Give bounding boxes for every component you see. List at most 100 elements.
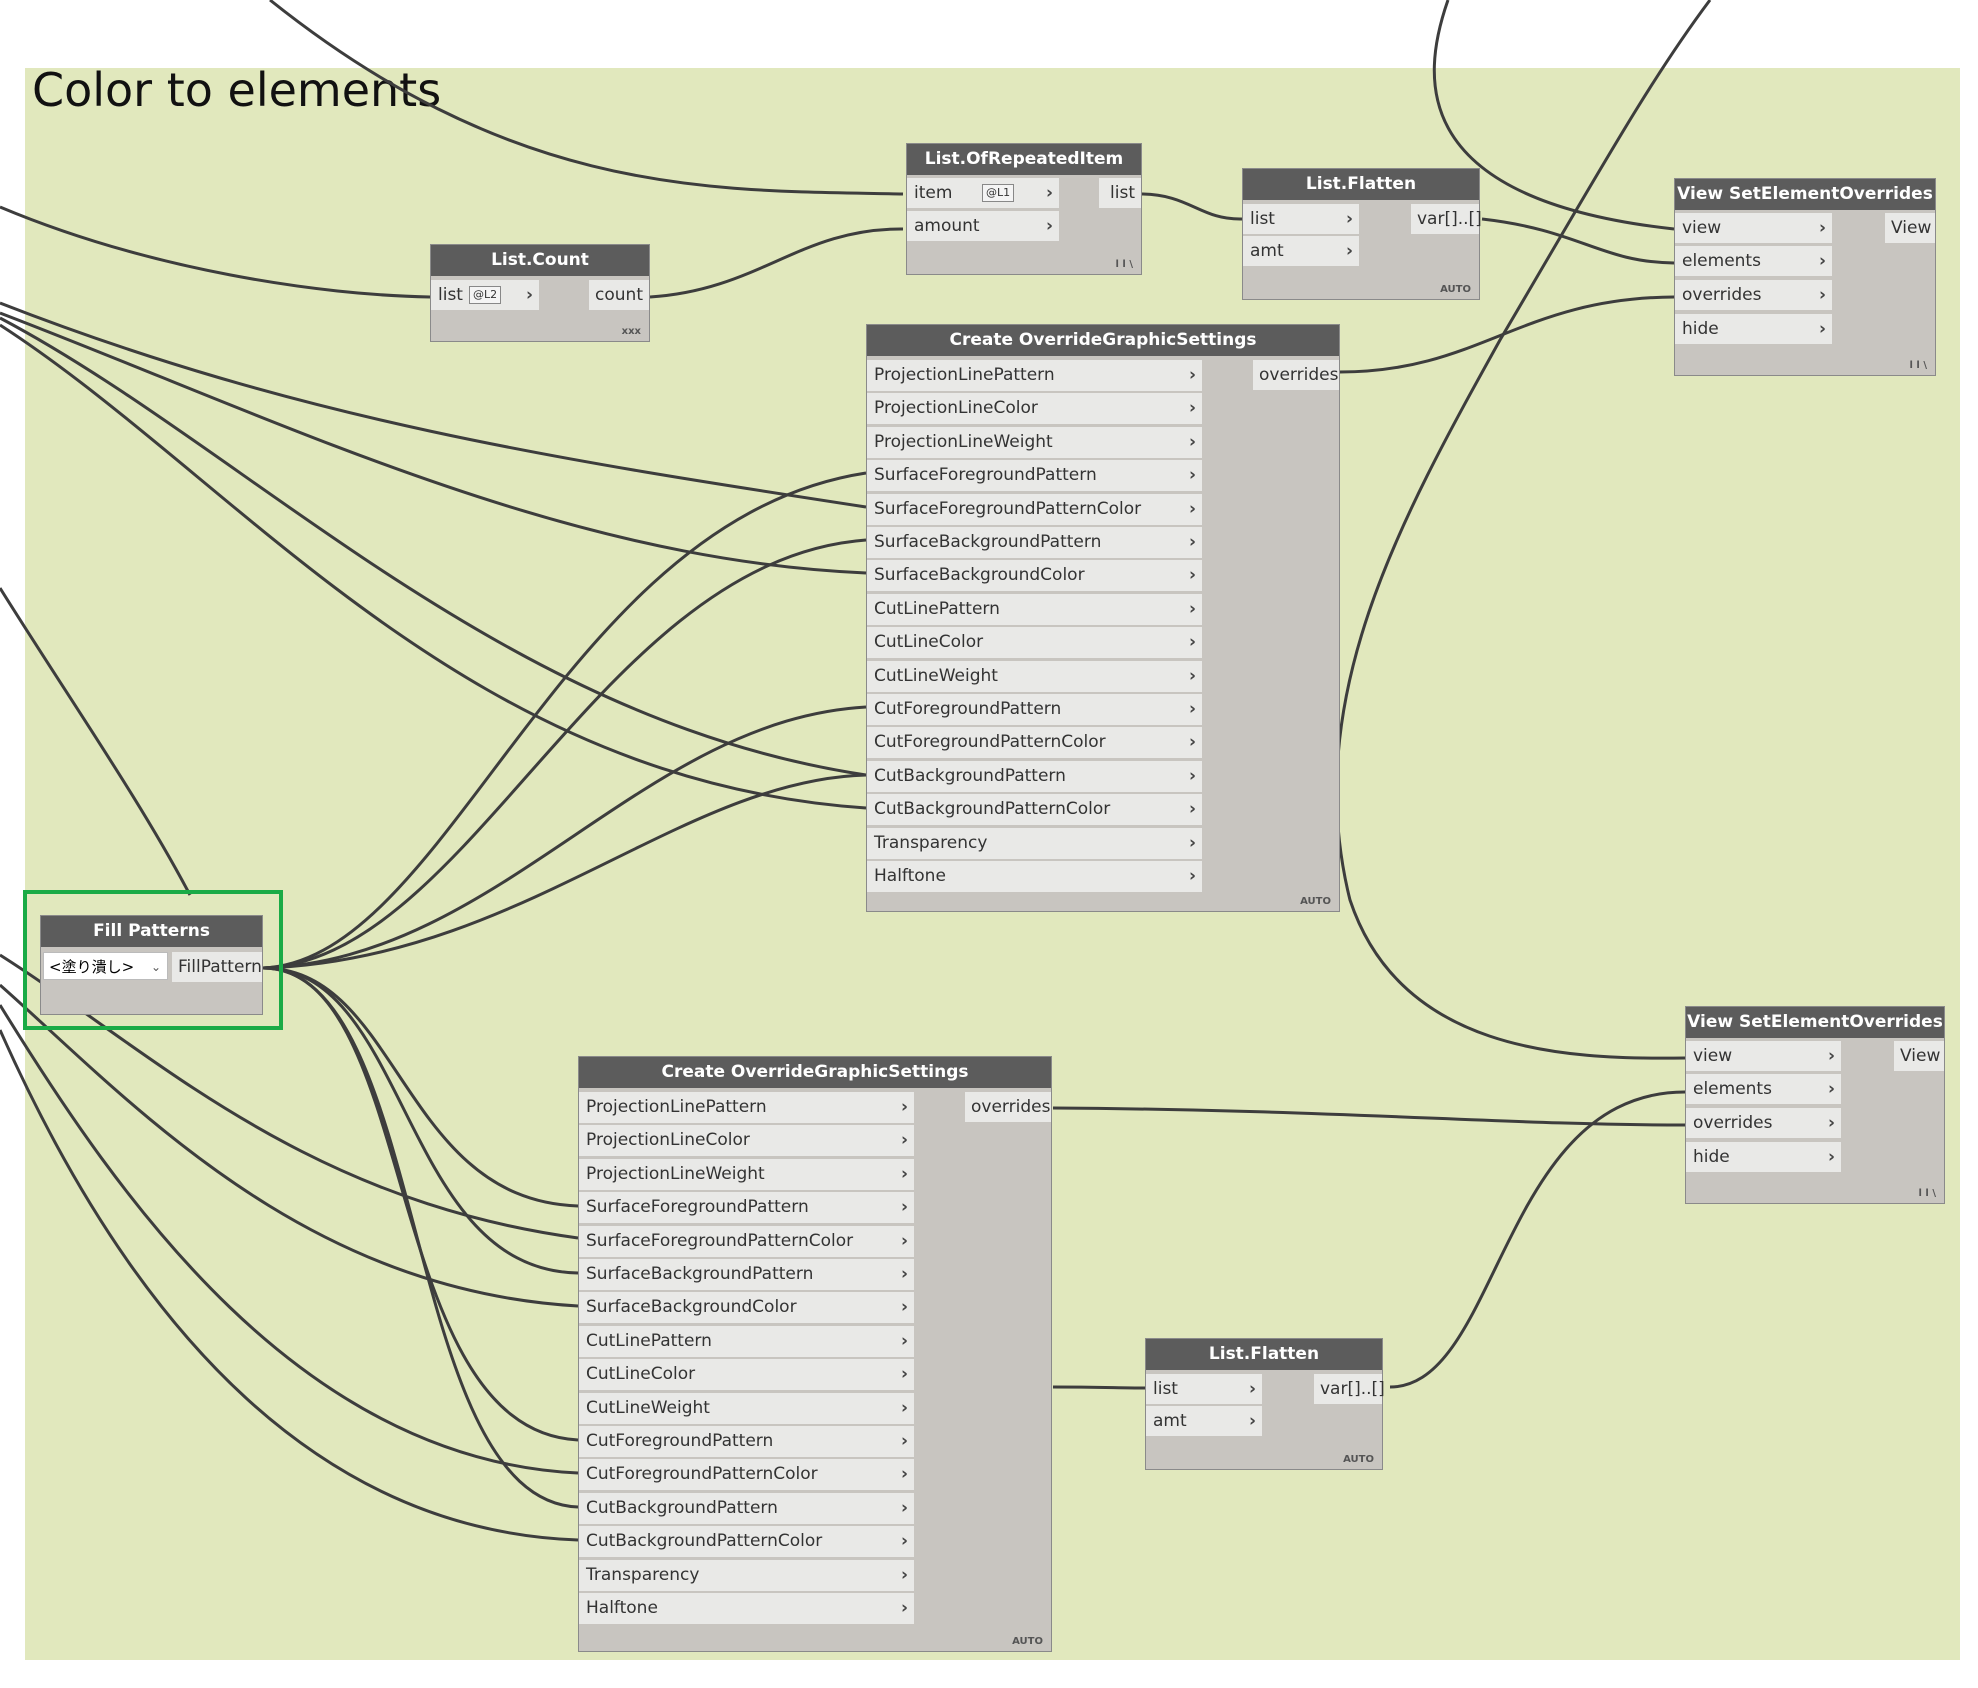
port-label: elements <box>1693 1079 1772 1099</box>
input-port-amount[interactable]: amount › <box>907 211 1059 241</box>
input-port-overrides[interactable]: overrides › <box>1675 280 1832 310</box>
input-port[interactable]: ProjectionLineColor› <box>867 393 1202 425</box>
output-port-list[interactable]: list <box>1099 178 1141 208</box>
chevron-right-icon: › <box>1188 532 1196 552</box>
node-create-override-graphic-settings[interactable]: Create OverrideGraphicSettings overrides… <box>578 1056 1052 1652</box>
port-label: hide <box>1682 319 1719 339</box>
input-port[interactable]: CutLineWeight › <box>867 660 1202 692</box>
input-port[interactable]: CutBackgroundPattern› <box>867 760 1202 792</box>
input-port[interactable]: CutLineWeight› <box>579 1392 914 1424</box>
port-label: CutForegroundPattern <box>586 1431 774 1451</box>
input-port-hide[interactable]: hide › <box>1686 1142 1841 1172</box>
lacing-indicator[interactable]: AUTO <box>1440 284 1471 295</box>
node-title: View SetElementOverrides <box>1675 179 1935 210</box>
input-port[interactable]: CutForegroundPatternColor› <box>579 1459 914 1491</box>
output-port-view[interactable]: View <box>1894 1041 1944 1071</box>
port-label: ProjectionLineColor <box>874 398 1038 419</box>
input-port[interactable]: CutBackgroundPatternColor› <box>579 1526 914 1558</box>
chevron-right-icon: › <box>1818 218 1826 238</box>
input-port-list[interactable]: list › <box>1243 204 1359 234</box>
output-port-overrides[interactable]: overrides <box>965 1092 1051 1122</box>
node-list-count[interactable]: List.Count list @L2 › count xxx <box>430 244 650 342</box>
input-port[interactable]: CutLinePattern› <box>579 1325 914 1357</box>
input-port[interactable]: SurfaceBackgroundPattern› <box>579 1259 914 1290</box>
input-port-amt[interactable]: amt › <box>1146 1406 1262 1436</box>
input-port[interactable]: ProjectionLinePattern› <box>867 360 1202 391</box>
input-port-item[interactable]: item @L1 › <box>907 178 1059 208</box>
input-port[interactable]: SurfaceBackgroundColor› <box>579 1292 914 1324</box>
chevron-right-icon: › <box>900 1364 908 1385</box>
input-port[interactable]: Halftone› <box>579 1593 914 1624</box>
node-list-flatten[interactable]: List.Flatten list › amt › var[]..[] AUTO <box>1145 1338 1385 1470</box>
chevron-right-icon: › <box>1188 665 1196 686</box>
input-port[interactable]: CutLineColor› <box>867 627 1202 659</box>
input-port[interactable]: ProjectionLineWeight› <box>867 426 1202 458</box>
lacing-indicator[interactable]: l l \ <box>1115 259 1133 270</box>
list-level-badge[interactable]: @L1 <box>982 184 1015 202</box>
lacing-indicator[interactable]: xxx <box>621 326 641 337</box>
chevron-right-icon: › <box>1188 598 1196 619</box>
input-port[interactable]: SurfaceForegroundPatternColor› <box>579 1225 914 1257</box>
input-port[interactable]: Transparency› <box>579 1559 914 1591</box>
node-view-set-element-overrides[interactable]: View SetElementOverrides view › elements… <box>1674 178 1936 376</box>
input-port[interactable]: ProjectionLineWeight› <box>579 1158 914 1190</box>
input-port[interactable]: SurfaceForegroundPattern › <box>579 1192 914 1224</box>
chevron-right-icon: › <box>1188 866 1196 886</box>
input-port-view[interactable]: view › <box>1675 213 1832 243</box>
input-port[interactable]: CutForegroundPatternColor› <box>867 727 1202 759</box>
input-port[interactable]: CutLineColor› <box>579 1359 914 1391</box>
lacing-indicator[interactable]: AUTO <box>1012 1636 1043 1647</box>
input-port[interactable]: CutBackgroundPatternColor› <box>867 794 1202 826</box>
input-port[interactable]: Halftone› <box>867 861 1202 892</box>
port-label: CutBackgroundPatternColor <box>874 799 1111 820</box>
input-port-amt[interactable]: amt › <box>1243 236 1359 266</box>
input-port-elements[interactable]: elements › <box>1675 246 1832 276</box>
input-port-list[interactable]: list › <box>1146 1374 1262 1404</box>
output-port-count[interactable]: count <box>589 280 649 310</box>
port-label: CutLineWeight <box>874 665 998 686</box>
port-label: SurfaceForegroundPattern <box>874 465 1097 486</box>
input-port-overrides[interactable]: overrides › <box>1686 1108 1841 1138</box>
input-port[interactable]: SurfaceBackgroundPattern› <box>867 527 1202 558</box>
input-port[interactable]: ProjectionLineColor› <box>579 1125 914 1157</box>
input-port[interactable]: Transparency› <box>867 827 1202 859</box>
port-label: list <box>438 285 463 305</box>
node-list-of-repeated-item[interactable]: List.OfRepeatedItem item @L1 › amount › … <box>906 143 1142 275</box>
input-port[interactable]: SurfaceForegroundPatternColor› <box>867 493 1202 525</box>
lacing-indicator[interactable]: l l \ <box>1918 1188 1936 1199</box>
output-port-var[interactable]: var[]..[] <box>1411 204 1482 234</box>
list-level-badge[interactable]: @L2 <box>469 286 502 304</box>
input-port-hide[interactable]: hide › <box>1675 314 1832 344</box>
lacing-indicator[interactable]: l l \ <box>1909 360 1927 371</box>
input-port[interactable]: CutForegroundPattern› <box>579 1426 914 1457</box>
node-create-override-graphic-settings[interactable]: Create OverrideGraphicSettings overrides… <box>866 324 1340 912</box>
port-label: ProjectionLinePattern <box>874 365 1055 385</box>
input-port[interactable]: SurfaceBackgroundColor› <box>867 560 1202 592</box>
lacing-indicator[interactable]: AUTO <box>1300 896 1331 907</box>
input-port-elements[interactable]: elements › <box>1686 1074 1841 1104</box>
output-port-var[interactable]: var[]..[] <box>1314 1374 1385 1404</box>
input-port[interactable]: CutBackgroundPattern› <box>579 1492 914 1524</box>
port-label: SurfaceForegroundPattern <box>586 1197 809 1218</box>
lacing-indicator[interactable]: AUTO <box>1343 1454 1374 1465</box>
input-port[interactable]: SurfaceForegroundPattern› <box>867 460 1202 492</box>
port-label: CutBackgroundPattern <box>586 1497 778 1518</box>
chevron-right-icon: › <box>1818 251 1826 271</box>
chevron-right-icon: › <box>900 1464 908 1485</box>
input-port[interactable]: ProjectionLinePattern› <box>579 1092 914 1123</box>
output-port-overrides[interactable]: overrides <box>1253 360 1339 390</box>
node-title: List.OfRepeatedItem <box>907 144 1141 175</box>
input-port[interactable]: CutForegroundPattern› <box>867 694 1202 725</box>
port-label: ProjectionLineColor <box>586 1130 750 1151</box>
port-label: view <box>1682 218 1722 238</box>
chevron-right-icon: › <box>900 1197 908 1218</box>
output-port-view[interactable]: View <box>1885 213 1935 243</box>
port-label: ProjectionLinePattern <box>586 1097 767 1117</box>
input-port[interactable]: CutLinePattern› <box>867 593 1202 625</box>
input-port-view[interactable]: view › <box>1686 1041 1841 1071</box>
node-view-set-element-overrides[interactable]: View SetElementOverrides view › elements… <box>1685 1006 1945 1204</box>
chevron-right-icon: › <box>900 1297 908 1318</box>
port-label: CutLineWeight <box>586 1397 710 1418</box>
input-port-list[interactable]: list @L2 › <box>431 280 539 310</box>
node-list-flatten[interactable]: List.Flatten list › amt › var[]..[] AUTO <box>1242 168 1482 300</box>
